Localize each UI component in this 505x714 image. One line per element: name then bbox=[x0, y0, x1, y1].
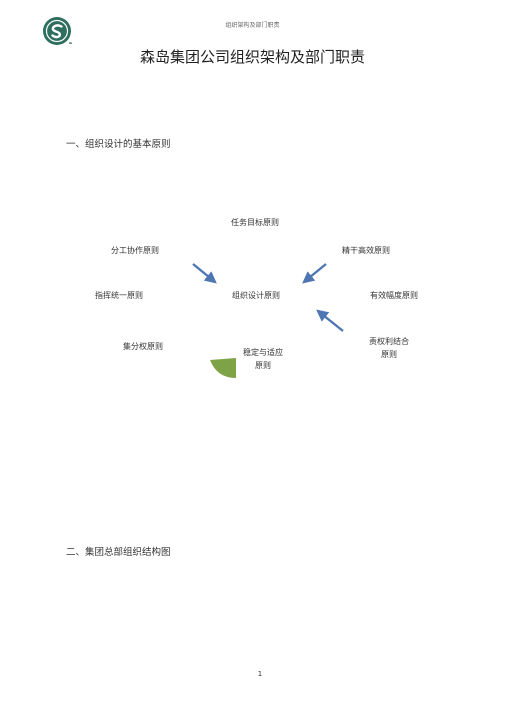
node-effective-span: 有效幅度原则 bbox=[370, 291, 418, 300]
node-rab-line1: 责权利结合 bbox=[369, 337, 409, 346]
node-unified-command: 指挥统一原则 bbox=[95, 291, 143, 300]
node-stability-adaptation-line1: 稳定与适应 bbox=[243, 348, 283, 357]
company-logo-icon bbox=[42, 16, 73, 46]
arrow-upper-left bbox=[192, 263, 217, 284]
arrow-lower-right bbox=[316, 309, 344, 332]
node-centralization-decentralization: 集分权原则 bbox=[123, 342, 163, 351]
arrow-upper-right bbox=[302, 263, 327, 284]
node-rab-line2: 原则 bbox=[381, 350, 397, 359]
green-accent-shape bbox=[210, 358, 236, 378]
document-title: 森岛集团公司组织架构及部门职责 bbox=[139, 48, 365, 66]
section-heading-org-chart: 二、集团总部组织结构图 bbox=[66, 547, 171, 558]
node-responsibility-authority-benefit: 责权利结合 原则 bbox=[360, 335, 418, 361]
section-heading-principles: 一、组织设计的基本原则 bbox=[66, 139, 171, 150]
node-division-cooperation: 分工协作原则 bbox=[111, 246, 159, 255]
page-number: 1 bbox=[257, 670, 263, 678]
node-lean-efficient: 精干高效原则 bbox=[342, 246, 390, 255]
running-header: 组织架构及部门职责 bbox=[225, 22, 280, 29]
node-stability-adaptation-line2: 原则 bbox=[255, 361, 271, 370]
node-task-goal: 任务目标原则 bbox=[231, 218, 279, 227]
node-center-design-principle: 组织设计原则 bbox=[232, 291, 280, 300]
node-stability-adaptation: 稳定与适应 原则 bbox=[236, 346, 290, 372]
